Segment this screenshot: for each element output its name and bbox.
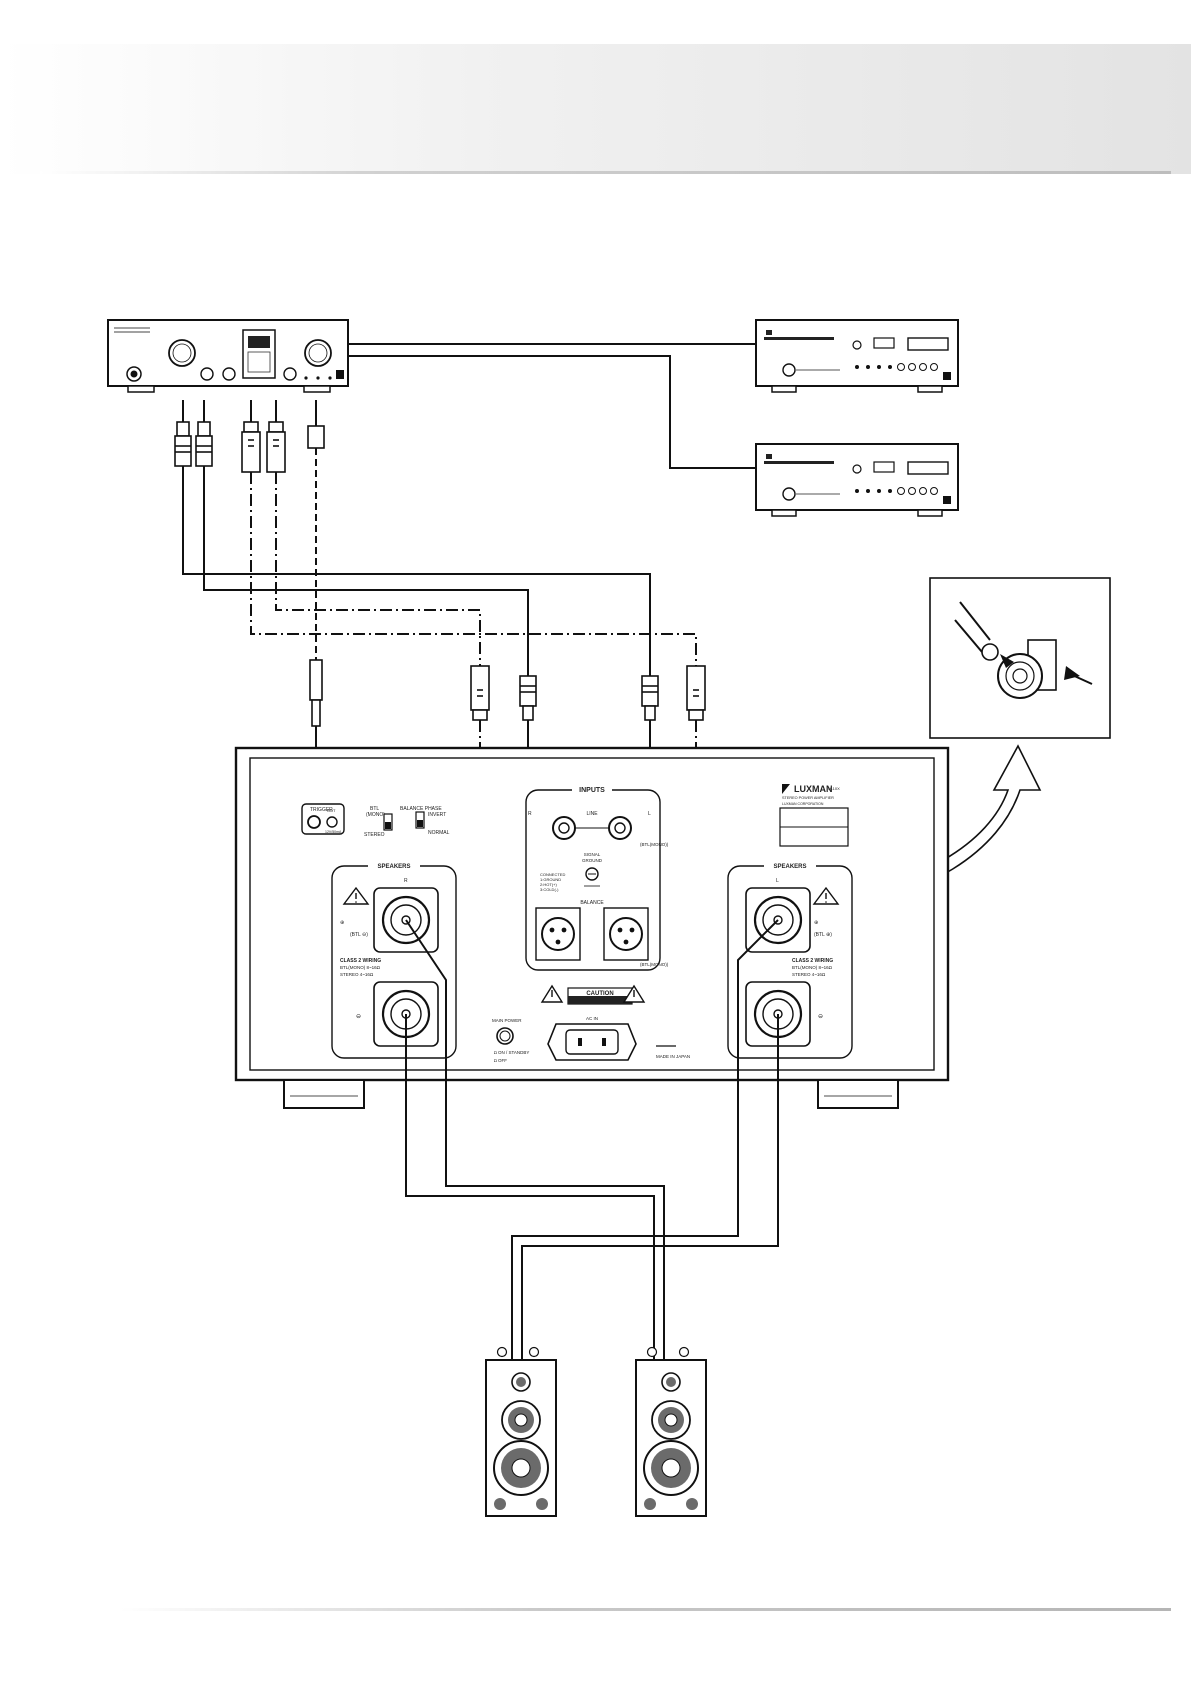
inputs-title: INPUTS <box>579 787 605 794</box>
model-label: M-10X <box>828 786 840 791</box>
xlr-input-r <box>541 917 575 951</box>
btl-impedance-l: BTL(MONO) 8~16Ω <box>792 965 833 970</box>
ac-inlet: AC IN MADE IN JAPAN <box>547 1016 690 1061</box>
svg-text:CONNECTED: CONNECTED <box>540 872 565 877</box>
svg-text:3:COLD(-): 3:COLD(-) <box>540 887 559 892</box>
preamp-output-stubs <box>182 400 317 426</box>
signal-ground-label: SIGNAL <box>584 852 601 857</box>
svg-text:(MONO): (MONO) <box>366 812 385 818</box>
preamplifier <box>107 319 349 393</box>
header-band <box>0 44 1191 174</box>
speaker-icon <box>485 1346 557 1517</box>
maker-label: LUXMAN CORPORATION <box>782 802 824 806</box>
stereo-label: STEREO <box>364 832 385 838</box>
terminal-detail-inset <box>929 577 1111 739</box>
rca-plug-icon <box>174 421 213 467</box>
speakers-section-l: SPEAKERS L ⊕ (BTL ⊕) CLASS 2 WIRING BTL(… <box>727 859 853 1059</box>
on-standby-label: ◘ ON / STANDBY <box>494 1050 529 1055</box>
class2-wiring-l: CLASS 2 WIRING <box>792 958 833 964</box>
line-btl-label: (BTL(MONO)) <box>640 842 669 847</box>
caution-title: CAUTION <box>586 991 613 997</box>
speaker-l-label: L <box>776 878 779 884</box>
speaker-icon <box>635 1346 707 1517</box>
speakers-section-r: SPEAKERS R ⊕ (BTL ⊖) CLASS 2 WIRING BTL(… <box>331 859 457 1059</box>
warning-icon <box>342 886 370 905</box>
trigger-out-jack <box>326 816 338 828</box>
made-in-label: MADE IN JAPAN <box>656 1054 690 1059</box>
main-power-label: MAIN POWER <box>492 1018 522 1023</box>
header-rule <box>40 171 1171 174</box>
xlr-pinout-label: CONNECTED 1:GROUND 2:HOT(+) 3:COLD(-) <box>540 872 565 892</box>
input-r-label: R <box>528 811 532 817</box>
off-label: ◘ OFF <box>494 1058 507 1063</box>
balance-label: BALANCE <box>580 900 604 906</box>
svg-text:2:HOT(+): 2:HOT(+) <box>540 882 557 887</box>
inputs-section: INPUTS R LINE L (BTL(MONO)) SIGNAL GROUN… <box>525 782 669 971</box>
btl-plus-r: ⊕ <box>340 920 344 926</box>
svg-text:(BTL ⊖): (BTL ⊖) <box>350 932 368 938</box>
xlr-plug-icon <box>241 421 286 473</box>
source-cables <box>348 343 756 469</box>
line-label: LINE <box>586 811 598 817</box>
svg-text:⊕: ⊕ <box>814 920 818 926</box>
rca-cables <box>182 466 651 676</box>
btl-switch-label: BTL <box>370 806 379 812</box>
trigger-plug-icon <box>307 425 325 449</box>
btl-impedance-r: BTL(MONO) 8~16Ω <box>340 965 381 970</box>
xlr-cables <box>250 472 697 666</box>
speaker-r-label: R <box>404 878 408 884</box>
normal-label: NORMAL <box>428 830 450 836</box>
trigger-in-jack <box>307 815 321 829</box>
trigger-out-label: OUT <box>327 808 336 813</box>
source-component-1 <box>755 319 959 393</box>
btl-plus-l: (BTL ⊕) <box>814 932 832 938</box>
caution-label: CAUTION <box>540 984 646 1005</box>
trigger-plug-icon <box>309 659 323 727</box>
svg-text:⊖: ⊖ <box>818 1014 823 1020</box>
ac-in-label: AC IN <box>586 1016 598 1021</box>
speakers-title-r: SPEAKERS <box>377 864 410 870</box>
brand-name: LUXMAN <box>794 784 833 794</box>
svg-text:GROUND: GROUND <box>582 858 603 863</box>
svg-text:⊖: ⊖ <box>356 1014 361 1020</box>
main-power: MAIN POWER ◘ ON / STANDBY ◘ OFF <box>492 1018 529 1063</box>
footer-rule <box>120 1608 1171 1611</box>
trigger-label: TRIGGER <box>310 807 333 813</box>
rca-plug-icon <box>519 675 659 721</box>
invert-label: INVERT <box>428 812 446 818</box>
xlr-plug-icon <box>470 665 706 721</box>
balance-btl-label: (BTL(MONO)) <box>640 962 669 967</box>
stereo-impedance-l: STEREO 4~16Ω <box>792 972 826 977</box>
balance-phase-label: BALANCE PHASE <box>400 806 442 812</box>
trigger-and-switches: TRIGGER OUT 12V/50mA BTL (MONO) STEREO B… <box>301 803 450 838</box>
stereo-impedance-r: STEREO 4~16Ω <box>340 972 374 977</box>
speakers-title-l: SPEAKERS <box>773 864 806 870</box>
class2-wiring-r: CLASS 2 WIRING <box>340 958 381 964</box>
trigger-sub-label: 12V/50mA <box>325 830 342 834</box>
brand-label: LUXMAN M-10X STEREO POWER AMPLIFIER LUXM… <box>779 782 849 847</box>
input-l-label: L <box>648 811 651 817</box>
warning-icon <box>812 886 840 905</box>
xlr-input-l <box>609 917 643 951</box>
source-component-2 <box>755 443 959 517</box>
speaker-cables <box>405 919 779 1360</box>
product-type-label: STEREO POWER AMPLIFIER <box>782 796 834 800</box>
svg-text:1:GROUND: 1:GROUND <box>540 877 561 882</box>
